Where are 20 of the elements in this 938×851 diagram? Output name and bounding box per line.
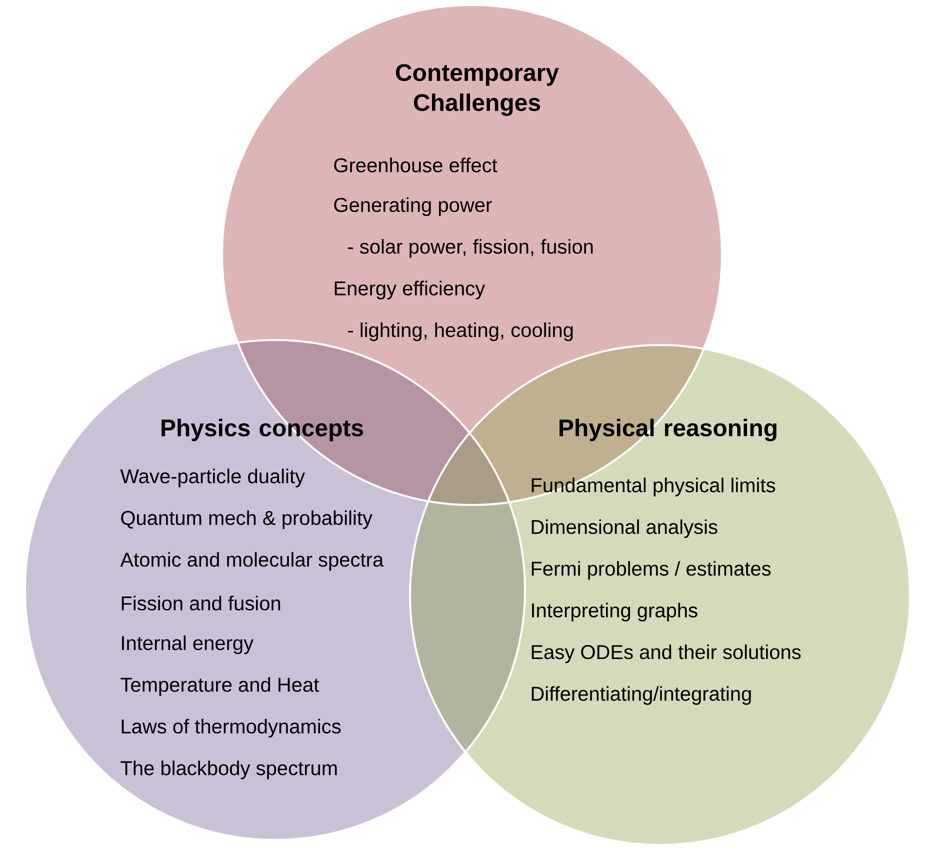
list-item: Fission and fusion — [122, 596, 280, 610]
list-item: - lighting, heating, cooling — [348, 322, 573, 342]
list-item: Laws of thermodynamics — [122, 718, 341, 738]
list-item: Easy ODEs and their solutions — [532, 644, 801, 664]
list-item: Energy efficiency — [334, 280, 486, 300]
list-item: Interpreting graphs — [532, 602, 698, 622]
list-item: Greenhouse effect — [334, 158, 498, 172]
list-item: Fermi problems / estimates — [532, 561, 771, 580]
list-item: Dimensional analysis — [532, 519, 718, 538]
list-item: Differentiating/integrating — [532, 686, 751, 705]
list-item: Generating power — [334, 197, 492, 216]
list-item: Fundamental physical limits — [532, 478, 776, 496]
circle-heading: Contemporary Challenges — [396, 64, 559, 116]
list-item: Atomic and molecular spectra — [120, 552, 384, 571]
list-item: Wave-particle duality — [120, 468, 305, 488]
list-item: Internal energy — [122, 635, 254, 654]
list-item: - solar power, fission, fusion — [348, 239, 593, 258]
list-item: The blackbody spectrum — [120, 760, 337, 780]
list-item: Temperature and Heat — [120, 677, 320, 696]
list-item: Quantum mech & probability — [121, 510, 372, 530]
